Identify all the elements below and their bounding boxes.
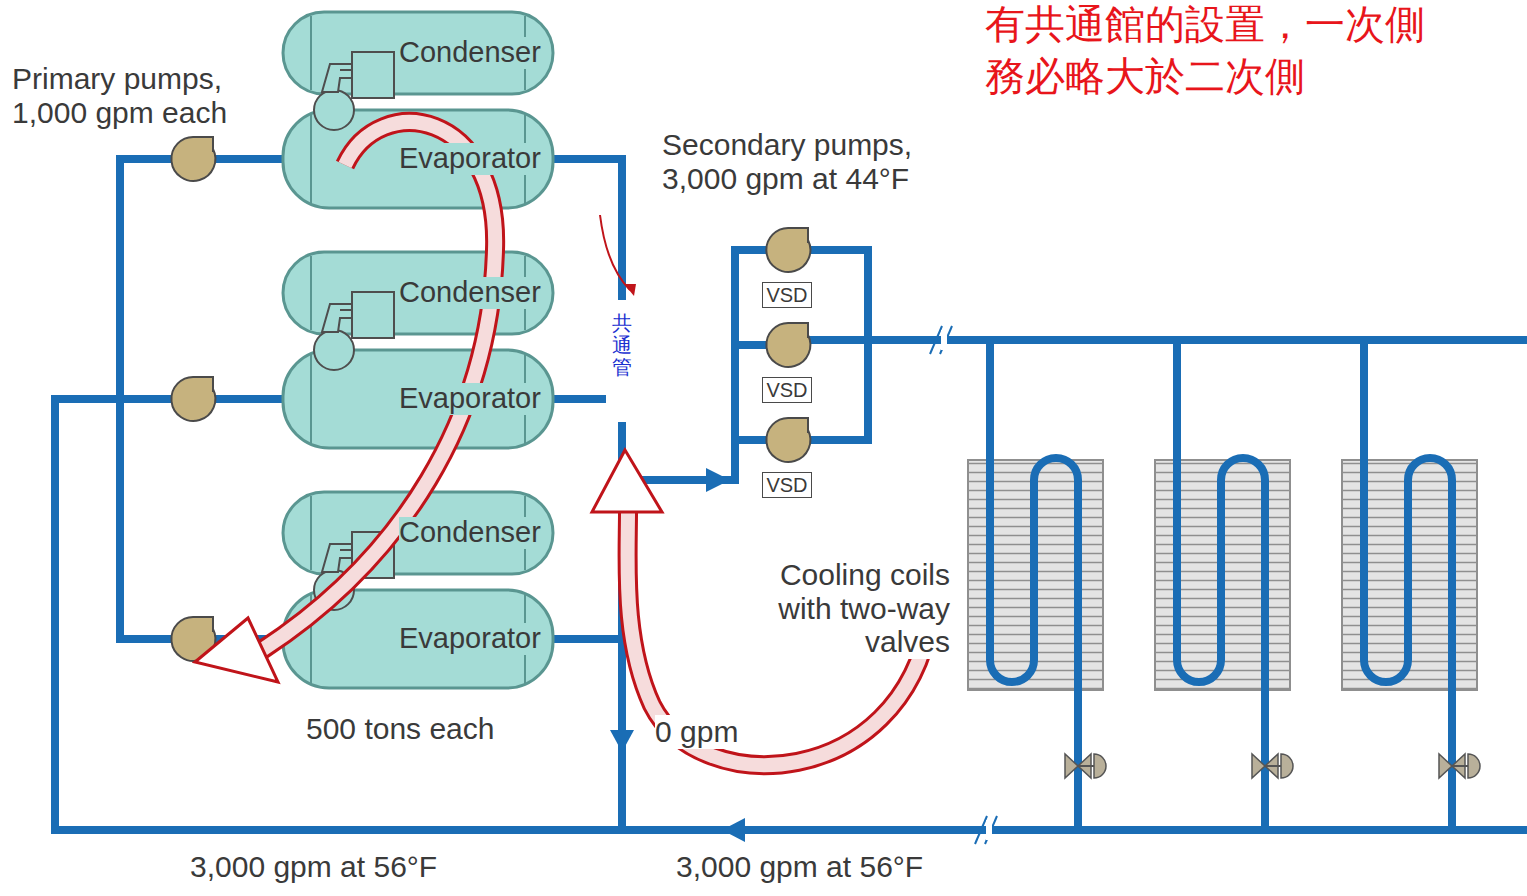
bypass-label: 共通管	[612, 312, 632, 378]
vessel-name: Condenser	[399, 517, 541, 549]
vessel-name: Evaporator	[399, 143, 541, 175]
note-text: 務必略大於二次側	[985, 54, 1305, 99]
flow-label: 3,000 gpm at 56°F	[676, 850, 923, 884]
drive-label: VSD	[766, 379, 807, 401]
evaporator-shell: Evaporator	[283, 110, 553, 208]
condenser-shell: Condenser	[283, 12, 553, 94]
vessel-name: Condenser	[399, 277, 541, 309]
flow-label: 0 gpm	[655, 715, 738, 749]
condenser-shell: Condenser	[283, 492, 553, 574]
vessel-name: Evaporator	[399, 383, 541, 415]
vessel-name: Condenser	[399, 37, 541, 69]
pump-caption: Secondary pumps, 3,000 gpm at 44°F	[662, 128, 962, 195]
evaporator-shell: Evaporator	[283, 350, 553, 448]
vessel-name: Evaporator	[399, 623, 541, 655]
drive-label: VSD	[766, 284, 807, 306]
coil-caption: Cooling coils with two-way valves	[745, 558, 950, 659]
flow-label: 3,000 gpm at 56°F	[190, 850, 437, 884]
vsd-box: VSD	[762, 282, 812, 308]
pump-caption: Primary pumps, 1,000 gpm each	[12, 62, 262, 129]
condenser-shell: Condenser	[283, 252, 553, 334]
capacity-label: 500 tons each	[306, 712, 494, 746]
drive-label: VSD	[766, 474, 807, 496]
vsd-box: VSD	[762, 377, 812, 403]
evaporator-shell: Evaporator	[283, 590, 553, 688]
vsd-box: VSD	[762, 472, 812, 498]
note-text: 有共通館的設置，一次側	[985, 2, 1425, 47]
